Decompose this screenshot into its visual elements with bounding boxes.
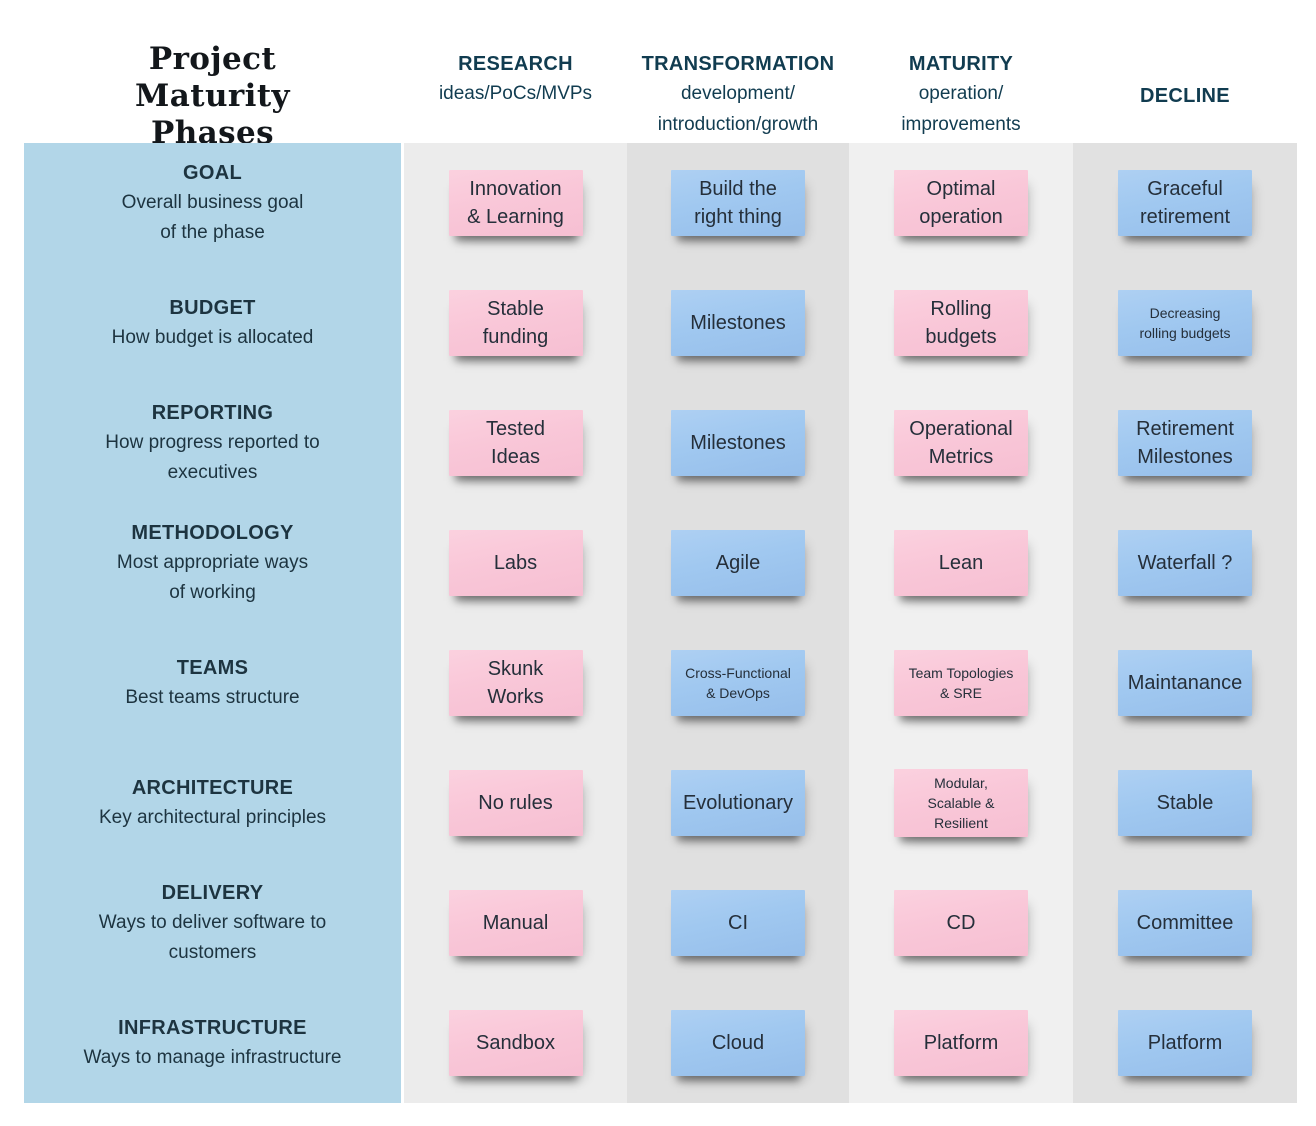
row-description: Most appropriate ways of working [116, 552, 309, 603]
row-description: Ways to manage infrastructure [83, 1047, 342, 1068]
sticky-note: Maintanance [1118, 650, 1252, 716]
row-header-methodology: METHODOLOGY Most appropriate ways of wor… [24, 503, 401, 623]
row-title: ARCHITECTURE [131, 777, 294, 799]
row-header-infrastructure: INFRASTRUCTURE Ways to manage infrastruc… [24, 983, 401, 1103]
sticky-note: Cross-Functional & DevOps [671, 650, 805, 716]
sticky-note: Operational Metrics [894, 410, 1028, 476]
row-description: Overall business goal of the phase [121, 192, 304, 243]
sticky-note: Platform [1118, 1010, 1252, 1076]
row-description: Best teams structure [125, 687, 300, 708]
row-title: TEAMS [176, 657, 249, 679]
column-decline: Graceful retirement Decreasing rolling b… [1073, 143, 1297, 1103]
sticky-note: CD [894, 890, 1028, 956]
row-header-delivery: DELIVERY Ways to deliver software to cus… [24, 863, 401, 983]
row-header-reporting: REPORTING How progress reported to execu… [24, 383, 401, 503]
sticky-note: Innovation & Learning [448, 170, 583, 236]
row-title: BUDGET [169, 297, 256, 319]
sticky-note: Milestones [671, 410, 805, 476]
row-header-goal: GOAL Overall business goal of the phase [24, 143, 401, 263]
column-label-research: RESEARCH [458, 53, 573, 75]
column-subtitle-research: ideas/PoCs/MVPs [438, 83, 593, 104]
sticky-note: Sandbox [448, 1010, 583, 1076]
column-subtitle-transformation: development/ introduction/growth [657, 83, 819, 135]
sticky-note: Waterfall ? [1118, 530, 1252, 596]
row-title: INFRASTRUCTURE [118, 1017, 307, 1039]
page-title: Project Maturity Phases [135, 40, 290, 151]
row-description: How progress reported to executives [105, 432, 320, 483]
sticky-note: Lean [894, 530, 1028, 596]
sticky-note: Stable funding [448, 290, 583, 356]
column-header-transformation: TRANSFORMATION development/ introduction… [627, 51, 849, 140]
sticky-note: Skunk Works [448, 650, 583, 716]
sticky-note: Tested Ideas [448, 410, 583, 476]
column-maturity: Optimal operation Rolling budgets Operat… [849, 143, 1073, 1103]
row-description: Ways to deliver software to customers [98, 912, 327, 963]
column-subtitle-maturity: operation/ improvements [901, 83, 1021, 135]
sticky-note: Milestones [671, 290, 805, 356]
row-header-architecture: ARCHITECTURE Key architectural principle… [24, 743, 401, 863]
sticky-note: Build the right thing [671, 170, 805, 236]
column-transformation: Build the right thing Milestones Milesto… [627, 143, 849, 1103]
sticky-note: Modular, Scalable & Resilient [894, 769, 1028, 837]
sticky-note: Manual [448, 890, 583, 956]
sticky-note: Stable [1118, 770, 1252, 836]
column-research: Innovation & Learning Stable funding Tes… [404, 143, 627, 1103]
sticky-note: Cloud [671, 1010, 805, 1076]
row-header-budget: BUDGET How budget is allocated [24, 263, 401, 383]
row-description: How budget is allocated [111, 327, 314, 348]
sticky-note: Agile [671, 530, 805, 596]
sticky-note: Rolling budgets [894, 290, 1028, 356]
sticky-note: Committee [1118, 890, 1252, 956]
column-label-transformation: TRANSFORMATION [641, 53, 835, 75]
sticky-note: Decreasing rolling budgets [1118, 290, 1252, 356]
sticky-note: Evolutionary [671, 770, 805, 836]
row-title: REPORTING [151, 402, 274, 424]
column-label-decline: DECLINE [1140, 85, 1230, 107]
sticky-note: Platform [894, 1010, 1028, 1076]
row-header-teams: TEAMS Best teams structure [24, 623, 401, 743]
sticky-note: Optimal operation [894, 170, 1028, 236]
column-header-decline: DECLINE [1073, 83, 1297, 110]
row-title: DELIVERY [161, 882, 264, 904]
sticky-note: Team Topologies & SRE [894, 650, 1028, 716]
row-title: METHODOLOGY [131, 522, 294, 544]
row-header-panel: GOAL Overall business goal of the phase … [24, 143, 401, 1103]
column-header-maturity: MATURITY operation/ improvements [849, 51, 1073, 140]
row-description: Key architectural principles [98, 807, 327, 828]
sticky-note: CI [671, 890, 805, 956]
sticky-note: Graceful retirement [1118, 170, 1252, 236]
column-header-research: RESEARCH ideas/PoCs/MVPs [404, 51, 627, 109]
column-label-maturity: MATURITY [908, 53, 1014, 75]
sticky-note: Labs [448, 530, 583, 596]
row-title: GOAL [183, 162, 242, 184]
sticky-note: Retirement Milestones [1118, 410, 1252, 476]
sticky-note: No rules [448, 770, 583, 836]
